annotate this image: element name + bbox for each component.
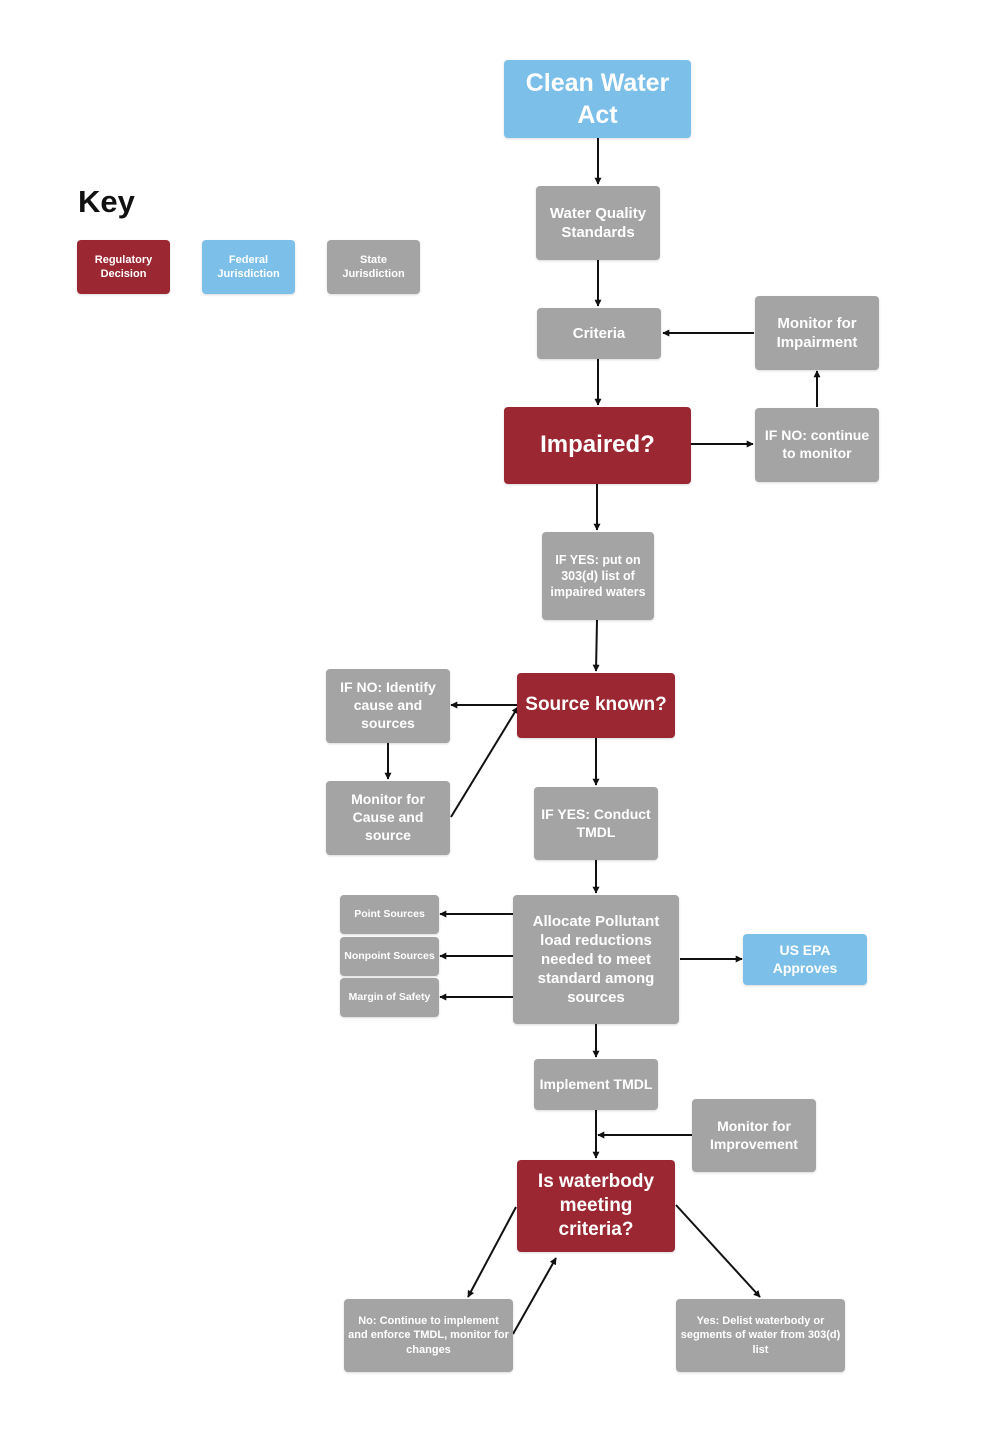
- node-impaired-decision: Impaired?: [504, 407, 691, 484]
- node-water-quality-standards: Water Quality Standards: [536, 186, 660, 260]
- key-state-jurisdiction: State Jurisdiction: [327, 240, 420, 294]
- node-yes-delist-waterbody: Yes: Delist waterbody or segments of wat…: [676, 1299, 845, 1372]
- node-if-no-continue-monitor: IF NO: continue to monitor: [755, 408, 879, 482]
- node-if-no-identify-cause: IF NO: Identify cause and sources: [326, 669, 450, 743]
- node-implement-tmdl: Implement TMDL: [534, 1059, 658, 1110]
- node-margin-of-safety: Margin of Safety: [340, 978, 439, 1017]
- node-meeting-criteria-decision: Is waterbody meeting criteria?: [517, 1160, 675, 1252]
- node-nonpoint-sources: Nonpoint Sources: [340, 937, 439, 976]
- node-monitor-for-impairment: Monitor for Impairment: [755, 296, 879, 370]
- node-point-sources: Point Sources: [340, 895, 439, 934]
- arrow-no-to-meeting: [512, 1257, 557, 1335]
- arrow-303d-to-source: [592, 619, 600, 672]
- key-title: Key: [78, 184, 135, 219]
- key-federal-jurisdiction: Federal Jurisdiction: [202, 240, 295, 294]
- node-monitor-cause-and-source: Monitor for Cause and source: [326, 781, 450, 855]
- node-clean-water-act: Clean Water Act: [504, 60, 691, 138]
- arrow-meeting-to-yes: [675, 1204, 761, 1298]
- arrow-monitor-cause-to-source: [450, 706, 519, 818]
- key-regulatory-decision: Regulatory Decision: [77, 240, 170, 294]
- node-source-known-decision: Source known?: [517, 673, 675, 738]
- node-if-yes-conduct-tmdl: IF YES: Conduct TMDL: [534, 787, 658, 860]
- node-if-yes-303d-list: IF YES: put on 303(d) list of impaired w…: [542, 532, 654, 620]
- node-allocate-pollutant-load: Allocate Pollutant load reductions neede…: [513, 895, 679, 1024]
- arrow-meeting-to-no: [467, 1206, 517, 1298]
- node-criteria: Criteria: [537, 308, 661, 359]
- node-monitor-for-improvement: Monitor for Improvement: [692, 1099, 816, 1172]
- node-no-continue-implement: No: Continue to implement and enforce TM…: [344, 1299, 513, 1372]
- node-us-epa-approves: US EPA Approves: [743, 934, 867, 985]
